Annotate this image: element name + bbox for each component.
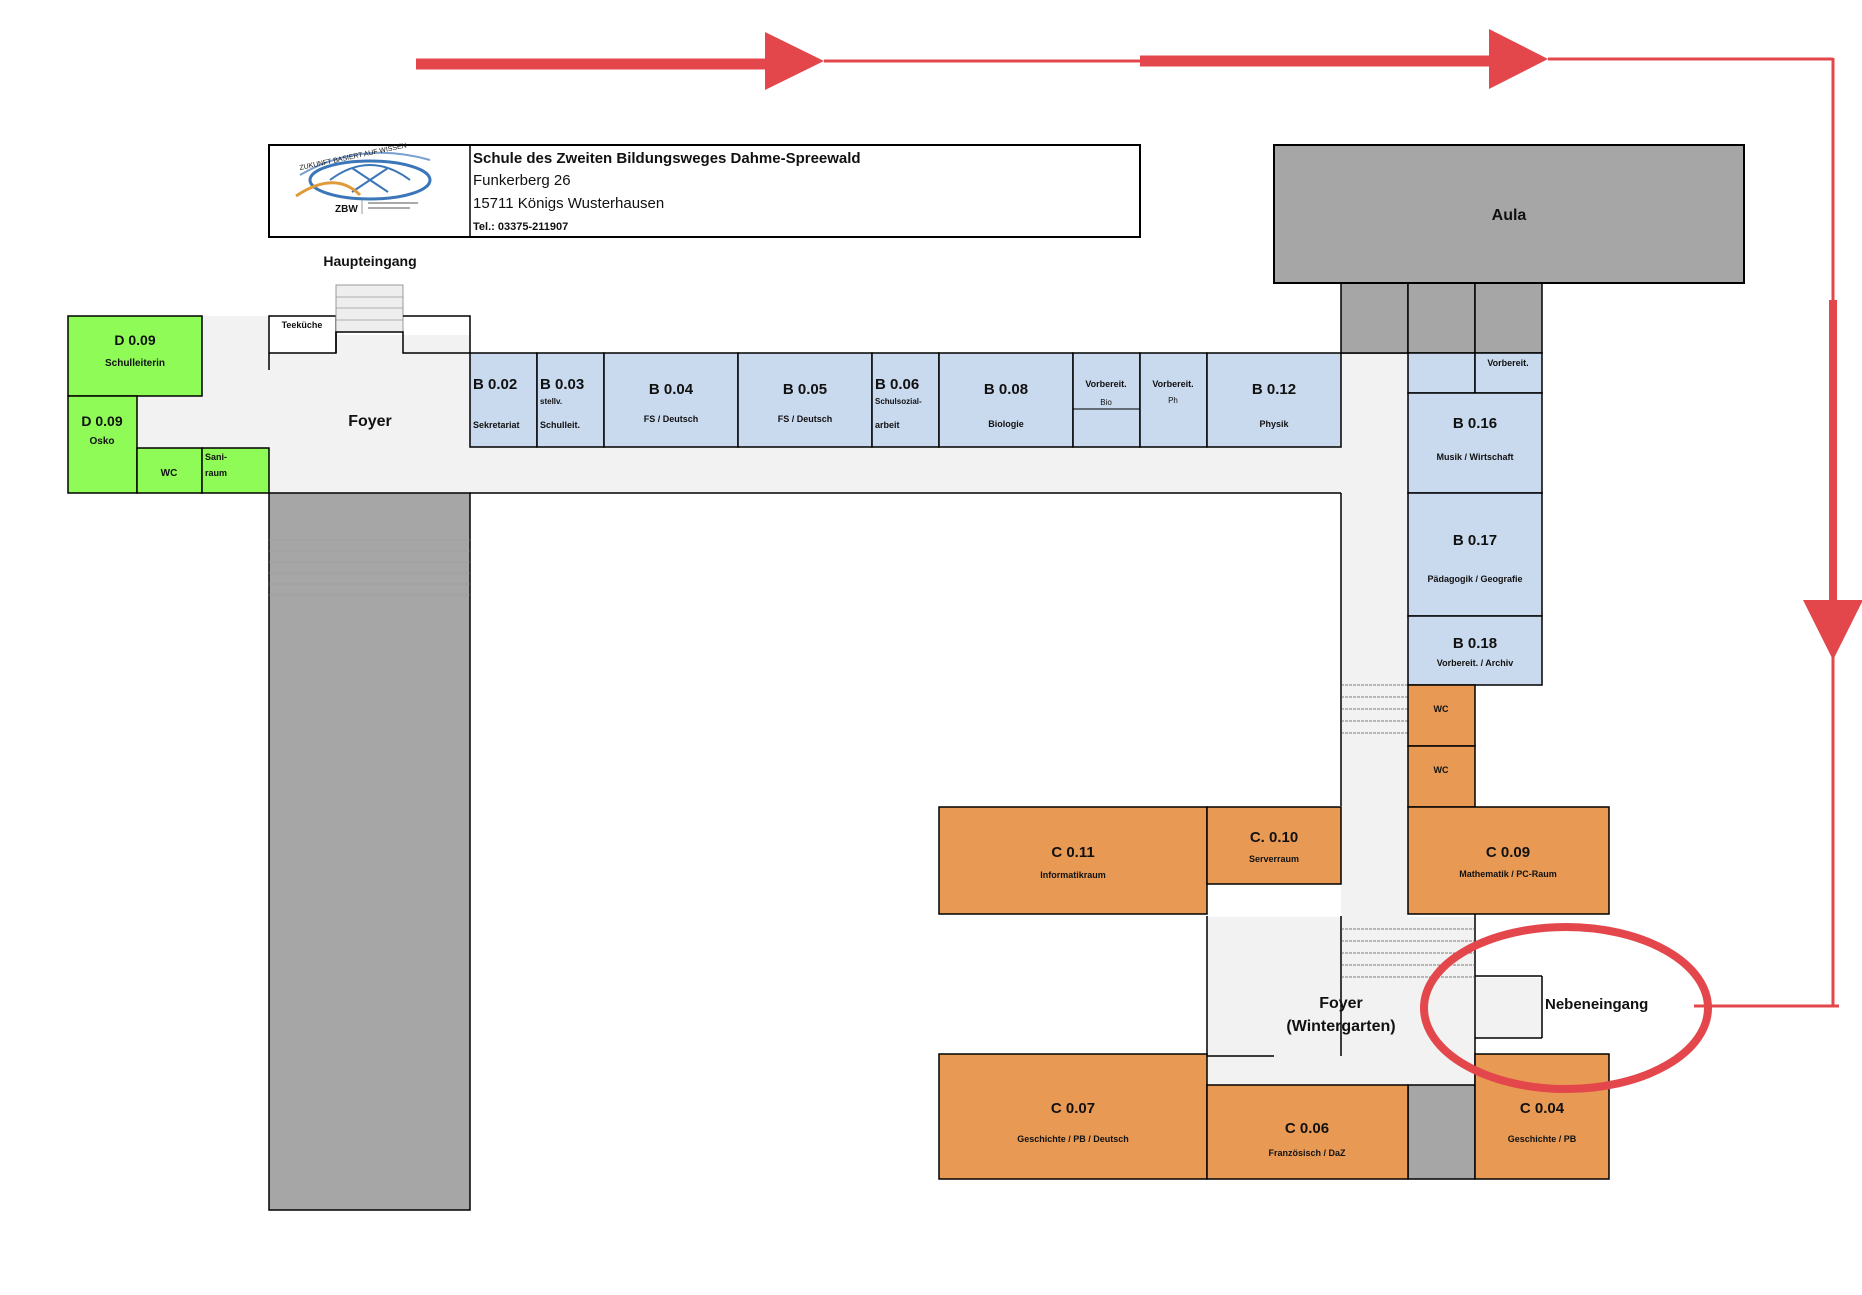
room-c009-label: Mathematik / PC-Raum (1459, 869, 1557, 879)
aula-label: Aula (1492, 207, 1527, 224)
wall-lines (268, 315, 1543, 1085)
room-d009-label: Schulleiterin (105, 358, 165, 369)
room-c006-label: Französisch / DaZ (1268, 1148, 1346, 1158)
room-b002-code: B 0.02 (473, 376, 517, 393)
logo-abbr: ZBW (335, 204, 358, 215)
side-entrance-highlight-circle (1420, 923, 1712, 1093)
room-b004-label: FS / Deutsch (644, 414, 699, 424)
room-b005-label: FS / Deutsch (778, 414, 833, 424)
room-b006-code: B 0.06 (875, 376, 919, 393)
room-b018-code: B 0.18 (1453, 635, 1497, 652)
room-b006-label1: Schulsozial- (875, 397, 922, 406)
room-b003-label1: stellv. (540, 397, 562, 406)
room-c006-code: C 0.06 (1285, 1120, 1329, 1137)
room-c004-code: C 0.04 (1520, 1100, 1565, 1117)
rooms-d (67, 315, 270, 494)
room-b008-label: Biologie (988, 419, 1024, 429)
room-d009b-code: D 0.09 (81, 413, 122, 429)
room-b006-label2: arbeit (875, 420, 900, 430)
room-c010-code: C. 0.10 (1250, 829, 1298, 846)
room-b016-code: B 0.16 (1453, 415, 1497, 432)
room-c010-label: Serverraum (1249, 854, 1299, 864)
room-vorbereit-ph-label: Ph (1168, 396, 1178, 405)
room-vorbereit-bio-label: Bio (1100, 398, 1112, 407)
room-b004-code: B 0.04 (649, 381, 694, 398)
room-b005-code: B 0.05 (783, 381, 827, 398)
rooms-c (938, 684, 1610, 1180)
school-phone: Tel.: 03375-211907 (473, 221, 568, 233)
corridors (137, 316, 1542, 1085)
route-arrow (416, 29, 1862, 1008)
teekueche: Teeküche (268, 315, 337, 354)
staircase-lines (1341, 684, 1475, 978)
room-c-wc1-label: WC (1434, 704, 1449, 714)
teekueche-label: Teeküche (282, 320, 323, 330)
room-vorbereit-aula-code: Vorbereit. (1487, 358, 1528, 368)
room-b003-label2: Schulleit. (540, 420, 580, 430)
room-saniraum-line2: raum (205, 468, 227, 478)
room-b018-label: Vorbereit. / Archiv (1437, 658, 1514, 668)
room-b002-label: Sekretariat (473, 420, 520, 430)
room-d-wc-label: WC (161, 468, 178, 479)
room-c011-code: C 0.11 (1051, 844, 1094, 861)
room-b012-label: Physik (1259, 419, 1289, 429)
main-entrance-label: Haupteingang (323, 253, 416, 269)
room-c011-label: Informatikraum (1040, 870, 1106, 880)
room-c007-code: C 0.07 (1051, 1100, 1095, 1117)
room-d009b-label: Osko (89, 436, 114, 447)
room-saniraum-line1: Sani- (205, 452, 227, 462)
school-street: Funkerberg 26 (473, 172, 571, 189)
gray-blocks (268, 282, 1543, 1211)
room-vorbereit-bio-code: Vorbereit. (1085, 379, 1126, 389)
room-b016-label: Musik / Wirtschaft (1437, 452, 1514, 462)
aula: Aula (1273, 144, 1745, 284)
room-b008-code: B 0.08 (984, 381, 1028, 398)
school-header: ZBW ZUKUNFT BASIERT AUF WISSEN Schule de… (268, 142, 1141, 238)
side-entrance-label: Nebeneingang (1545, 996, 1648, 1013)
foyer-wintergarten-line2: (Wintergarten) (1286, 1018, 1395, 1035)
room-d009-code: D 0.09 (114, 332, 155, 348)
room-b017-code: B 0.17 (1453, 532, 1497, 549)
room-c009-code: C 0.09 (1486, 844, 1530, 861)
foyer-label: Foyer (348, 413, 392, 430)
room-vorbereit-ph-code: Vorbereit. (1152, 379, 1193, 389)
school-city: 15711 Königs Wusterhausen (473, 195, 664, 212)
school-name: Schule des Zweiten Bildungsweges Dahme-S… (473, 150, 861, 167)
room-c007-label: Geschichte / PB / Deutsch (1017, 1134, 1129, 1144)
room-b012-code: B 0.12 (1252, 381, 1296, 398)
room-b017-label: Pädagogik / Geografie (1427, 574, 1522, 584)
foyer-wintergarten-line1: Foyer (1319, 995, 1363, 1012)
gray-stair-lines (269, 539, 470, 596)
room-c004-label: Geschichte / PB (1508, 1134, 1577, 1144)
main-entrance-steps (335, 284, 404, 333)
room-c-wc2-label: WC (1434, 765, 1449, 775)
room-b003-code: B 0.03 (540, 376, 584, 393)
rooms-b (469, 352, 1543, 686)
